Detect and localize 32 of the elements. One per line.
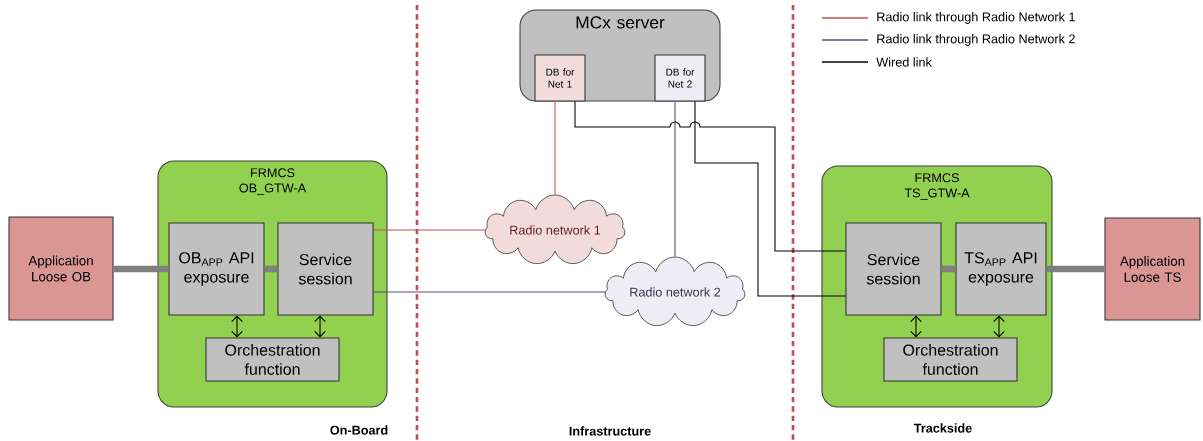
link-line xyxy=(694,101,846,297)
double-arrow xyxy=(314,315,326,338)
database-box: DB for Net 2 xyxy=(654,54,706,102)
interface-bar xyxy=(264,265,278,273)
double-arrow xyxy=(231,315,243,338)
function-box: Service session xyxy=(277,222,374,316)
zone-label: On-Board xyxy=(330,425,388,435)
legend-text: Radio link through Radio Network 2 xyxy=(877,34,1075,46)
zone-label: Infrastructure xyxy=(569,426,651,436)
zone-label: Trackside xyxy=(913,423,972,433)
legend-text: Radio link through Radio Network 1 xyxy=(877,12,1075,24)
link-line xyxy=(373,291,606,293)
application-box: Application Loose OB xyxy=(8,216,114,321)
function-box: Orchestration function xyxy=(205,337,340,382)
function-box: Orchestration function xyxy=(883,337,1018,382)
interface-bar xyxy=(1046,265,1105,273)
network-cloud: Radio network 1 xyxy=(484,194,626,265)
network-cloud: Radio network 2 xyxy=(604,256,746,327)
interface-bar xyxy=(941,265,956,273)
function-box: TS$_{APP}$ API exposure xyxy=(955,222,1047,316)
database-box: DB for Net 1 xyxy=(534,54,586,102)
double-arrow xyxy=(993,315,1005,338)
application-box: Application Loose TS xyxy=(1104,217,1201,321)
link-line xyxy=(674,101,676,258)
function-box: Service session xyxy=(845,222,942,316)
link-line xyxy=(554,101,556,196)
legend-text: Wired link xyxy=(876,57,932,67)
function-box: OB$_{APP}$ API exposure xyxy=(168,222,265,316)
link-line xyxy=(574,101,846,252)
interface-bar xyxy=(113,265,169,273)
link-line xyxy=(373,229,486,231)
double-arrow xyxy=(910,315,922,338)
